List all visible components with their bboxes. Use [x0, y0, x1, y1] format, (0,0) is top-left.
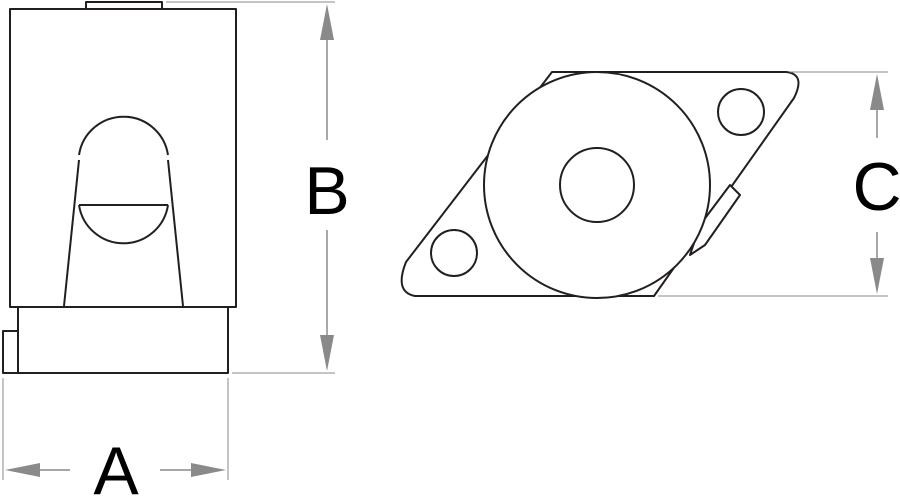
- side-bracket: [689, 184, 741, 256]
- mounting-hole-left: [430, 229, 478, 277]
- front-view: [2, 1, 237, 374]
- dimension-label-a: A: [93, 433, 139, 499]
- mounting-plate: [17, 306, 229, 374]
- kingpin-hole: [559, 147, 635, 223]
- mounting-hole-right: [717, 88, 765, 136]
- arrowhead-a-right: [191, 463, 226, 477]
- arrowhead-b-top: [320, 4, 334, 40]
- fork-legs: [63, 159, 184, 307]
- wheel-arc-bottom: [78, 204, 169, 245]
- body-block: [9, 8, 237, 308]
- arrowhead-a-left: [5, 463, 40, 477]
- arrowhead-c-bottom: [870, 258, 884, 294]
- side-lip: [2, 330, 19, 374]
- dimension-label-c: C: [852, 149, 900, 225]
- dimension-b: B: [166, 1, 350, 374]
- top-view: [400, 71, 800, 299]
- arrowhead-b-bottom: [320, 335, 334, 371]
- dimension-c: C: [658, 71, 900, 297]
- dimension-label-b: B: [304, 153, 349, 229]
- wheel-arc-front: [78, 115, 169, 156]
- dimension-a: A: [2, 378, 229, 499]
- arrowhead-c-top: [870, 74, 884, 110]
- wheel-fork: [63, 115, 184, 307]
